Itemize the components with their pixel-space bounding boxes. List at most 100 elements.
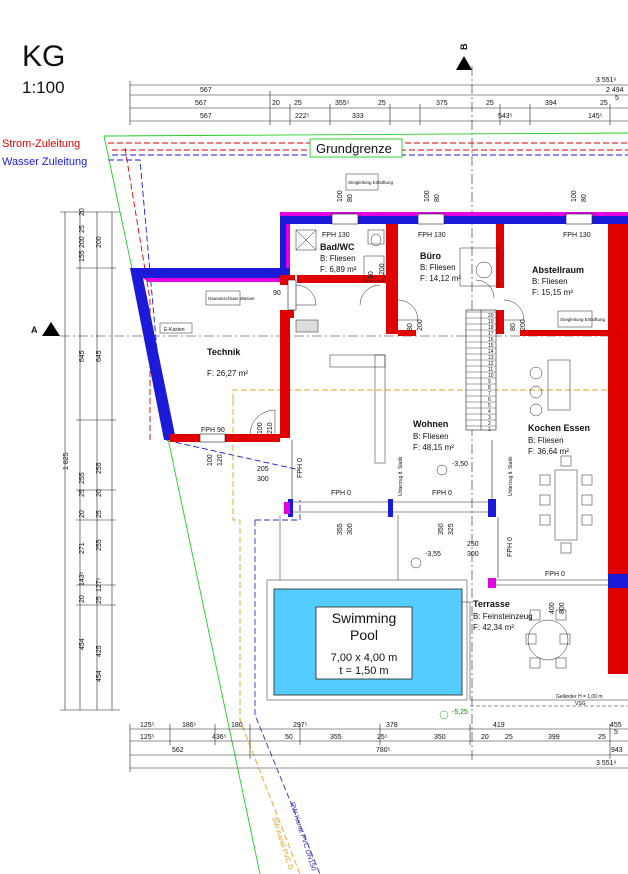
walls — [130, 212, 628, 674]
svg-text:-3,50: -3,50 — [452, 461, 468, 468]
room-terrasse: Terrasse B: Feinsteinzeug F: 42,34 m² — [473, 599, 533, 632]
stair-step-number: 11 — [488, 367, 493, 373]
svg-text:Wohnen: Wohnen — [413, 419, 448, 429]
svg-text:425: 425 — [96, 645, 103, 657]
svg-text:567: 567 — [200, 87, 212, 94]
svg-text:20: 20 — [79, 208, 86, 216]
svg-text:FPH 130: FPH 130 — [322, 232, 350, 239]
svg-text:3 551⁶: 3 551⁶ — [596, 77, 617, 84]
room-wohnen: Wohnen B: Fliesen F: 48,15 m² — [413, 419, 454, 452]
svg-text:350: 350 — [438, 523, 445, 535]
svg-text:255: 255 — [96, 539, 103, 551]
svg-text:Kochen Essen: Kochen Essen — [528, 423, 590, 433]
supply-lines — [108, 142, 628, 471]
svg-text:80: 80 — [510, 323, 517, 331]
svg-text:200: 200 — [520, 319, 527, 331]
svg-text:200: 200 — [96, 236, 103, 248]
svg-text:B: Fliesen: B: Fliesen — [528, 436, 564, 445]
svg-text:455: 455 — [610, 722, 622, 729]
svg-text:300: 300 — [467, 551, 479, 558]
svg-text:300: 300 — [257, 476, 269, 483]
svg-text:FPH 90: FPH 90 — [201, 427, 225, 434]
svg-text:B: Fliesen: B: Fliesen — [320, 254, 356, 263]
svg-text:Büro: Büro — [420, 251, 441, 261]
stair-step-number: 20 — [488, 313, 494, 319]
svg-text:5: 5 — [615, 95, 619, 102]
windows — [199, 213, 608, 586]
svg-text:436⁵: 436⁵ — [212, 734, 227, 741]
svg-text:271: 271 — [79, 542, 86, 554]
stair-step-number: 18 — [488, 325, 494, 331]
stair-step-number: 4 — [488, 409, 491, 415]
stair-step-number: 5 — [488, 403, 491, 409]
room-technik: Technik F: 26,27 m² — [207, 347, 248, 378]
svg-text:80: 80 — [407, 323, 414, 331]
svg-text:400: 400 — [549, 602, 556, 614]
plan-scale: 1:100 — [22, 78, 65, 97]
opening-dimensions: 100 80 100 80 100 80 90 200 80 200 80 20… — [207, 190, 588, 614]
svg-text:25: 25 — [96, 510, 103, 518]
svg-text:454: 454 — [79, 638, 86, 650]
svg-text:25: 25 — [79, 225, 86, 233]
svg-text:90: 90 — [273, 290, 281, 297]
svg-text:20: 20 — [272, 100, 280, 107]
plan-annotations: FPH 130 FPH 130 FPH 130 FPH 90 FPH 0 FPH… — [159, 173, 606, 716]
svg-text:355: 355 — [337, 523, 344, 535]
svg-text:378: 378 — [386, 722, 398, 729]
room-kochen: Kochen Essen B: Fliesen F: 36,64 m² — [528, 423, 590, 456]
svg-text:454: 454 — [96, 670, 103, 682]
svg-text:333: 333 — [352, 113, 364, 120]
rw-canal-label: RW-Kanal PVC DN150 — [288, 801, 317, 871]
svg-text:Unterzug lt. Statik: Unterzug lt. Statik — [398, 456, 404, 496]
doors — [249, 279, 525, 435]
svg-text:FPH 0: FPH 0 — [432, 490, 452, 497]
svg-text:25: 25 — [600, 100, 608, 107]
svg-text:20: 20 — [96, 489, 103, 497]
svg-text:800: 800 — [559, 602, 566, 614]
svg-text:F: 36,64 m²: F: 36,64 m² — [528, 447, 569, 456]
stair-step-number: 6 — [488, 397, 491, 403]
svg-text:645: 645 — [79, 350, 86, 362]
svg-text:F: 14,12 m²: F: 14,12 m² — [420, 274, 461, 283]
bottom-dimensions: 125⁵ 186⁵ 180 297⁵ 378 419 455 125⁵ 436⁵… — [129, 722, 628, 772]
power-line-label: Strom-Zuleitung — [2, 138, 80, 150]
svg-text:FPH 0: FPH 0 — [331, 490, 351, 497]
svg-text:186⁵: 186⁵ — [182, 722, 197, 729]
svg-text:210: 210 — [267, 422, 274, 434]
svg-text:Swimming: Swimming — [332, 610, 397, 626]
svg-text:145⁵: 145⁵ — [588, 113, 603, 120]
stair-step-number: 3 — [488, 415, 491, 421]
svg-text:80: 80 — [347, 194, 354, 202]
svg-text:255: 255 — [96, 462, 103, 474]
top-dimensions: 3 551⁶ 567 2 494 567 20 25 355⁵ 25 375 2… — [129, 77, 628, 125]
svg-text:100: 100 — [257, 422, 264, 434]
svg-text:Terrasse: Terrasse — [473, 599, 510, 609]
svg-text:FPH 0: FPH 0 — [507, 537, 514, 557]
svg-text:Technik: Technik — [207, 347, 241, 357]
svg-text:B: Feinsteinzeug: B: Feinsteinzeug — [473, 612, 533, 621]
svg-text:90: 90 — [368, 271, 375, 279]
plan-title: KG — [22, 40, 65, 73]
svg-text:255: 255 — [79, 472, 86, 484]
svg-text:155: 155 — [79, 250, 86, 262]
stair-step-number: 10 — [488, 373, 494, 379]
svg-text:205: 205 — [257, 466, 269, 473]
svg-text:Hausanschluss Wasser: Hausanschluss Wasser — [208, 296, 255, 301]
stair-step-number: 7 — [488, 391, 491, 397]
svg-text:B: Fliesen: B: Fliesen — [420, 263, 456, 272]
svg-text:Steigleitung Entlüftung: Steigleitung Entlüftung — [348, 180, 394, 185]
svg-text:-5,25: -5,25 — [452, 709, 468, 716]
svg-text:25: 25 — [505, 734, 513, 741]
svg-text:200: 200 — [417, 319, 424, 331]
room-buero: Büro B: Fliesen F: 14,12 m² — [420, 251, 461, 283]
svg-text:80: 80 — [581, 194, 588, 202]
svg-text:Unterzug lt. Statik: Unterzug lt. Statik — [508, 456, 514, 496]
svg-text:20: 20 — [481, 734, 489, 741]
stair-step-number: 2 — [488, 421, 491, 427]
svg-text:F: 6,89 m²: F: 6,89 m² — [320, 265, 357, 274]
svg-text:200: 200 — [79, 236, 86, 248]
svg-text:375: 375 — [436, 100, 448, 107]
stair-step-number: 12 — [488, 361, 494, 367]
